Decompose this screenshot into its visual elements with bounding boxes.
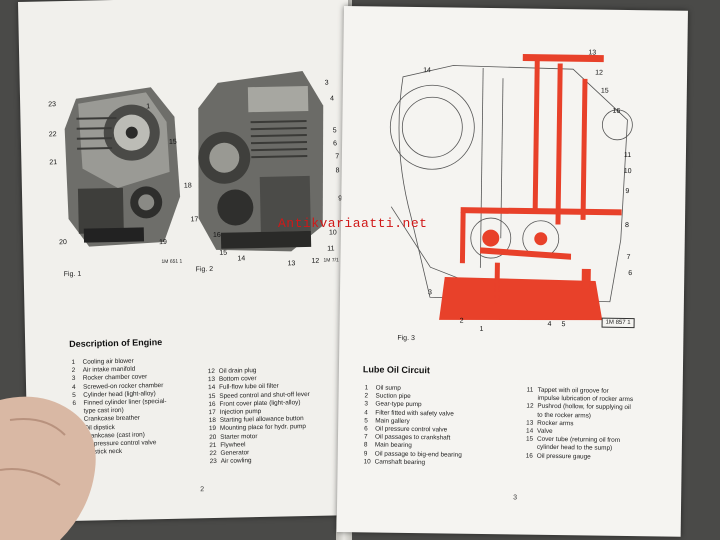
list-item-number: 8: [363, 441, 368, 449]
list-item-number: 22: [209, 449, 217, 458]
list-item-number: 16: [525, 452, 533, 460]
list-item-number: 6: [364, 425, 368, 433]
fig3-callout: 12: [595, 69, 603, 77]
list-item-number: [526, 444, 537, 452]
lube-oil-diagram-fig3: [389, 54, 633, 321]
list-item-number: 11: [526, 386, 534, 394]
fig3-callout: 8: [624, 221, 629, 229]
fig2-callout: 8: [335, 167, 340, 175]
list-item-text: Valve: [537, 427, 553, 435]
list-item-number: 14: [208, 384, 216, 392]
fig2-callout: 11: [327, 245, 335, 253]
fig1-code: 1M 651 1: [161, 258, 183, 266]
fig3-callout: 5: [561, 321, 566, 329]
list-item-number: 19: [208, 425, 217, 433]
list-item-number: 10: [363, 458, 371, 466]
fig3-callout: 3: [427, 289, 432, 297]
list-item-number: 5: [364, 417, 368, 425]
list-item-number: 15: [208, 392, 216, 400]
fig2-callout: 7: [335, 153, 340, 161]
list-item-number: 1: [71, 358, 76, 366]
engine-photo-fig2: [187, 65, 332, 259]
fig3-callout: 6: [628, 269, 633, 278]
list-item-text: Camshaft bearing: [374, 458, 426, 467]
fig2-callout: 16: [212, 231, 221, 239]
fig1-callout: 19: [158, 238, 167, 247]
list-item-number: [526, 395, 537, 403]
fig2-callout: 4: [330, 95, 335, 103]
list-item-number: 15: [525, 435, 534, 443]
fig2-code: 1M 7/1: [323, 257, 339, 264]
list-item-number: 23: [209, 458, 217, 466]
fig3-callout: 2: [459, 317, 464, 325]
list-item-number: 3: [71, 375, 76, 383]
fig1-label: Fig. 1: [63, 270, 82, 279]
list-item-number: 18: [208, 417, 216, 425]
list-item-text: Air cowling: [220, 457, 252, 466]
list-item-number: 16: [208, 400, 216, 408]
right-page: 13 12 15 16 14 11 10 9 8 7 6 5 4 3 2 1 F…: [336, 6, 688, 537]
fig2-callout: 17: [190, 216, 199, 224]
fig3-callout: 7: [626, 253, 631, 262]
page-number: 2: [200, 486, 205, 494]
list-item-number: 4: [364, 408, 368, 416]
list-item-number: 1: [364, 384, 369, 392]
fig3-callout: 10: [623, 167, 632, 176]
list-item-text: Oil pressure gauge: [536, 452, 591, 461]
section-title-description: Description of Engine: [69, 337, 163, 350]
fig2-callout: 15: [219, 249, 228, 257]
left-page: 23 1 22 15 21 20 19 Fig. 1 1M 651 1 3 4 …: [18, 0, 359, 522]
fig3-code: 1M 857 1: [601, 317, 635, 329]
list-item-number: 12: [526, 402, 534, 411]
fig2-callout: 6: [332, 140, 338, 148]
page-number: 3: [513, 494, 518, 502]
fig1-callout: 23: [48, 101, 57, 109]
fig3-callout: 16: [612, 107, 621, 115]
fig2-callout: 3: [324, 79, 329, 87]
fig3-callout: 14: [423, 67, 431, 75]
fig1-callout: 20: [58, 239, 67, 247]
fig3-callout: 15: [600, 87, 609, 95]
list-item-number: 17: [208, 408, 216, 417]
fig1-callout: 21: [49, 159, 58, 167]
list-item-number: 3: [364, 400, 369, 408]
fig2-label: Fig. 2: [195, 265, 214, 274]
list-item-number: 20: [209, 433, 217, 441]
list-item-number: [526, 411, 537, 419]
fig3-callout: 9: [625, 187, 630, 196]
fig2-callout: 5: [332, 127, 337, 135]
engine-photo-fig1: [55, 76, 185, 255]
section-title-lube-oil: Lube Oil Circuit: [362, 364, 431, 376]
list-item-number: 9: [363, 449, 368, 457]
fig3-callout: 1: [479, 325, 484, 333]
list-item-number: 7: [363, 433, 368, 441]
list-item-number: 13: [526, 419, 534, 427]
fig3-callout: 11: [623, 151, 632, 160]
fig1-callout: 22: [48, 131, 57, 139]
list-item-number: 13: [207, 376, 216, 384]
fig3-callout: 13: [588, 49, 597, 57]
list-item-number: 12: [207, 367, 215, 376]
watermark-text: Antikvariaatti.net: [278, 216, 428, 231]
thumb-hand: [0, 396, 96, 540]
list-item-number: 21: [209, 441, 217, 449]
list-item-number: 2: [364, 392, 369, 400]
list-item-number: 2: [71, 367, 76, 375]
fig3-label: Fig. 3: [397, 334, 415, 343]
fig3-callout: 4: [547, 320, 552, 328]
fig2-callout: 12: [311, 257, 320, 265]
fig2-callout: 18: [183, 182, 192, 190]
fig1-callout: 15: [168, 138, 177, 146]
fig2-callout: 14: [237, 255, 246, 263]
list-item-number: 14: [526, 427, 534, 435]
fig2-callout: 13: [287, 260, 296, 268]
fig1-callout: 1: [146, 103, 151, 111]
